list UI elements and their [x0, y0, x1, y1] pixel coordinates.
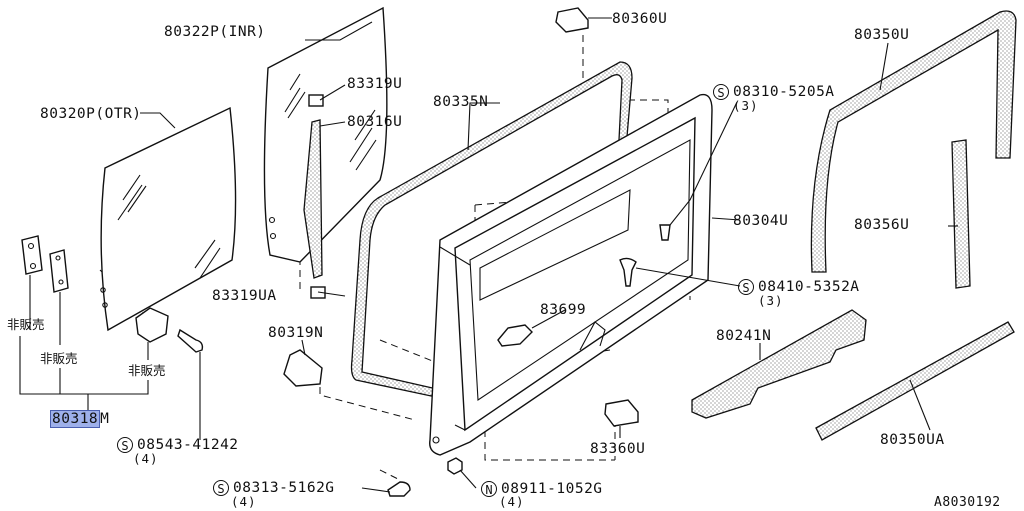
latch-parts-80318m: [21, 235, 169, 343]
screw-08310: [659, 224, 671, 241]
seal-80350ua: [815, 321, 1015, 441]
label-80350u: 80350U: [854, 27, 910, 43]
label-80356u: 80356U: [854, 217, 910, 233]
label-83360u: 83360U: [590, 441, 646, 457]
label-80304u: 80304U: [733, 213, 789, 229]
screw-08313: [387, 481, 411, 497]
label-80350ua: 80350UA: [880, 432, 945, 448]
bracket-83699: [497, 324, 533, 347]
screw-symbol-08543: S: [117, 437, 133, 453]
qty-08313: (4): [231, 494, 257, 509]
bracket-80319n: [283, 349, 323, 387]
inner-glass-80322p: [263, 6, 388, 263]
screw-symbol-08310: S: [713, 84, 729, 100]
label-80241n: 80241N: [716, 328, 772, 344]
qty-08911: (4): [499, 494, 525, 509]
clip-83360u: [604, 399, 639, 427]
qty-08310: (3): [733, 98, 759, 113]
note-not-for-sale-3: 非販売: [128, 363, 166, 378]
strip-80241n: [691, 309, 867, 419]
label-80335n: 80335N: [433, 94, 489, 110]
label-08911: 08911-1052G: [501, 481, 603, 497]
label-08313: 08313-5162G: [233, 480, 335, 496]
screw-symbol-08410: S: [738, 279, 754, 295]
diagram-id: A8030192: [934, 495, 1001, 510]
screw-symbol-08313: S: [213, 480, 229, 496]
highlighted-part-number[interactable]: 80318: [50, 410, 101, 428]
part-suffix: M: [100, 411, 110, 427]
clip-83319u: [308, 94, 324, 107]
label-83319u: 83319U: [347, 76, 403, 92]
qty-08543: (4): [133, 451, 159, 466]
seal-80350u: [810, 10, 1017, 273]
note-not-for-sale-2: 非販売: [40, 351, 78, 366]
seal-80356u: [951, 139, 971, 289]
label-80320p: 80320P(OTR): [40, 106, 142, 122]
leader-lines: [19, 17, 958, 493]
label-83699: 83699: [540, 302, 587, 318]
nut-08911: [447, 457, 463, 475]
clip-80360u: [555, 7, 589, 33]
label-80360u: 80360U: [612, 11, 668, 27]
label-80316u: 80316U: [347, 114, 403, 130]
label-83319ua: 83319UA: [212, 288, 277, 304]
label-08310: 08310-5205A: [733, 84, 835, 100]
label-08543: 08543-41242: [137, 437, 239, 453]
label-80322p: 80322P(INR): [164, 24, 266, 40]
note-not-for-sale-1: 非販売: [7, 317, 45, 332]
label-08410: 08410-5352A: [758, 279, 860, 295]
outer-glass-80320p: [100, 106, 237, 332]
run-channel-80316u: [303, 119, 323, 279]
screw-08410: [619, 257, 637, 287]
frame-80304u: [429, 93, 713, 456]
screw-08543: [177, 328, 204, 353]
weatherstrip-80335n: [350, 61, 633, 401]
label-80319n: 80319N: [268, 325, 324, 341]
nut-symbol-08911: N: [481, 481, 497, 497]
qty-08410: (3): [758, 293, 784, 308]
